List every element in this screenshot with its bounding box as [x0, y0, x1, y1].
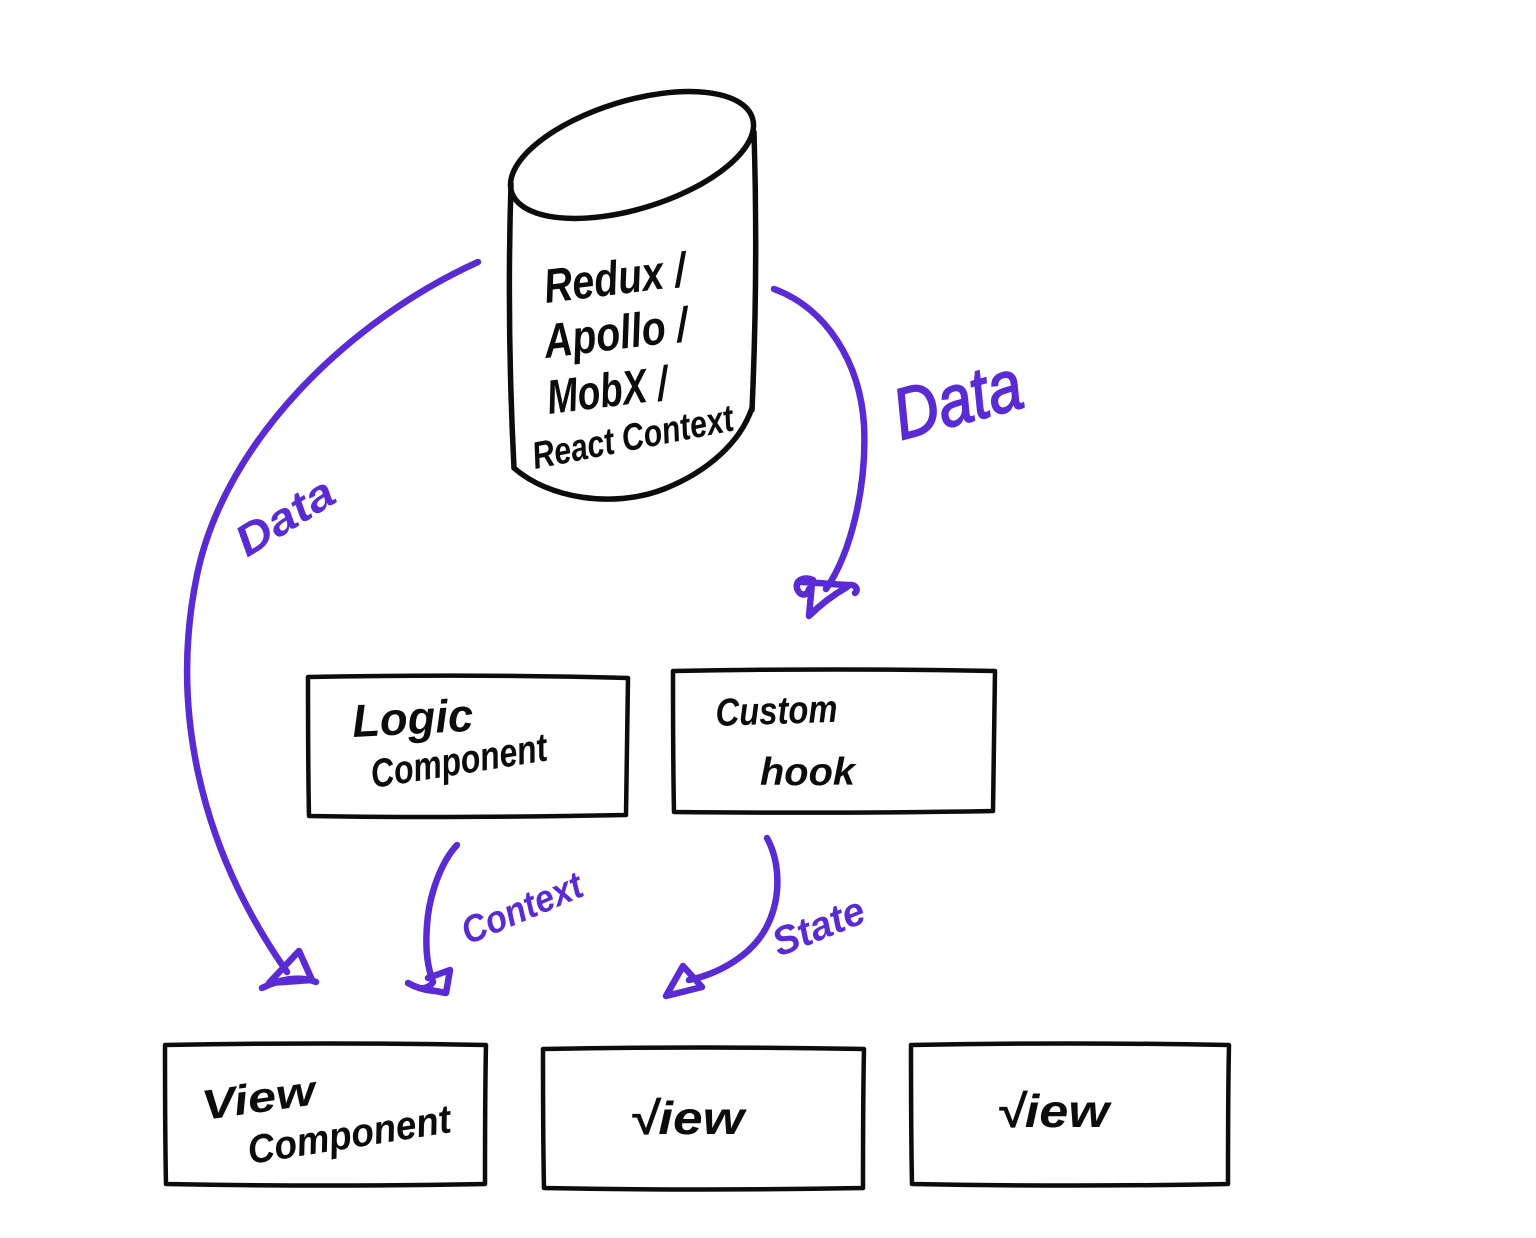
svg-text:Logic: Logic	[351, 689, 475, 747]
svg-text:√iew: √iew	[996, 1085, 1113, 1137]
svg-text:Custom: Custom	[715, 688, 838, 735]
svg-text:hook: hook	[760, 751, 857, 794]
svg-text:√iew: √iew	[629, 1092, 748, 1144]
